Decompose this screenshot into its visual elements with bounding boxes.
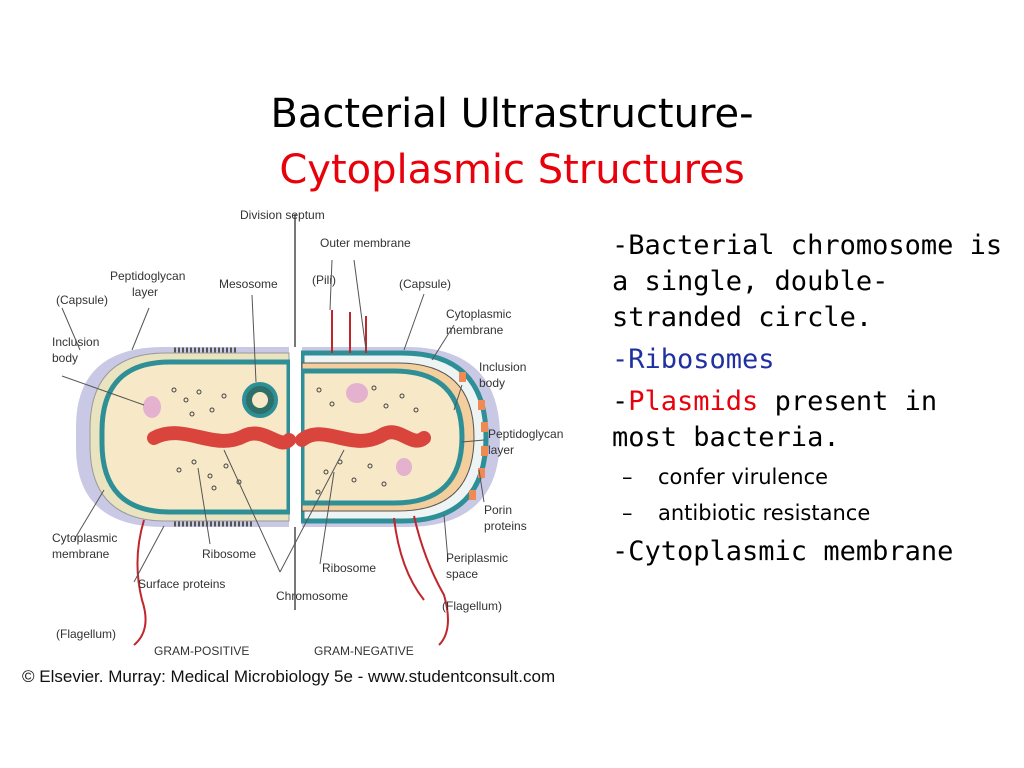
label-peptidoglycan-right-2: layer — [488, 443, 514, 457]
sub-bullet-resistance: – antibiotic resistance — [622, 498, 1012, 528]
ribosomes — [171, 385, 419, 495]
label-gram-positive: GRAM-POSITIVE — [154, 644, 249, 658]
flagellum-right — [413, 515, 449, 646]
label-chromosome: Chromosome — [276, 589, 348, 603]
bullet-chromosome: -Bacterial chromosome is a single, doubl… — [612, 230, 1003, 333]
diagram-labels: Division septum Outer membrane Peptidogl… — [52, 208, 563, 658]
sub-bullet-text: antibiotic resistance — [658, 501, 871, 525]
title-line-2: Cytoplasmic Structures — [279, 147, 745, 193]
bullet-cytoplasmic-membrane: -Cytoplasmic membrane — [612, 536, 954, 567]
label-inclusion-body-right-2: body — [479, 376, 505, 390]
pili — [331, 310, 367, 353]
surface-proteins — [174, 347, 254, 527]
label-outer-membrane: Outer membrane — [320, 236, 411, 250]
label-pili: (Pili) — [312, 273, 336, 287]
sub-bullet-text: confer virulence — [658, 465, 829, 489]
label-flagellum-left: (Flagellum) — [56, 627, 116, 641]
plasmids-word: Plasmids — [628, 386, 759, 417]
sub-bullet-dash: – — [622, 465, 633, 489]
bullet-ribosomes: -Ribosomes — [612, 344, 775, 375]
label-periplasmic-1: Periplasmic — [446, 551, 508, 565]
label-inclusion-body-left-2: body — [52, 351, 78, 365]
label-peptidoglycan-left-2: layer — [132, 285, 158, 299]
inclusion-body — [346, 383, 368, 403]
leader-lines — [61, 259, 485, 583]
label-gram-negative: GRAM-NEGATIVE — [314, 644, 414, 658]
label-ribosome-left: Ribosome — [202, 547, 256, 561]
label-porin-1: Porin — [484, 503, 512, 517]
bacterial-cell-diagram: Division septum Outer membrane Peptidogl… — [52, 208, 563, 658]
sub-bullet-virulence: – confer virulence — [622, 462, 1012, 492]
label-ribosome-right: Ribosome — [322, 561, 376, 575]
figure-caption: © Elsevier. Murray: Medical Microbiology… — [22, 667, 556, 686]
label-surface-proteins: Surface proteins — [138, 577, 225, 591]
plasmids-rest: present in most bacteria. — [612, 386, 938, 453]
title-line-1: Bacterial Ultrastructure- — [270, 91, 754, 137]
label-mesosome: Mesosome — [219, 277, 278, 291]
bullet-list: -Bacterial chromosome is a single, doubl… — [612, 228, 1012, 576]
label-peptidoglycan-left-1: Peptidoglycan — [110, 269, 185, 283]
label-cytoplasmic-membrane-right-1: Cytoplasmic — [446, 307, 511, 321]
porin-proteins — [459, 372, 488, 500]
label-peptidoglycan-right-1: Peptidoglycan — [488, 427, 563, 441]
label-periplasmic-2: space — [446, 567, 478, 581]
chromosome — [147, 425, 431, 450]
label-porin-2: proteins — [484, 519, 527, 533]
label-inclusion-body-left-1: Inclusion — [52, 335, 99, 349]
label-inclusion-body-right-1: Inclusion — [479, 360, 526, 374]
label-cytoplasmic-membrane-left-1: Cytoplasmic — [52, 531, 117, 545]
flagellum-right-2 — [393, 517, 425, 601]
sub-bullet-dash: – — [622, 501, 633, 525]
label-cytoplasmic-membrane-left-2: membrane — [52, 547, 110, 561]
label-division-septum: Division septum — [240, 208, 325, 222]
label-capsule-left: (Capsule) — [56, 293, 108, 307]
label-cytoplasmic-membrane-right-2: membrane — [446, 323, 504, 337]
inclusion-body — [396, 458, 412, 476]
label-flagellum-right: (Flagellum) — [442, 599, 502, 613]
bullet-dash: - — [612, 386, 629, 417]
bullet-plasmids: -Plasmids present in most bacteria. — [612, 384, 1012, 456]
inclusion-body — [143, 396, 161, 418]
label-capsule-top: (Capsule) — [399, 277, 451, 291]
slide-title: Bacterial Ultrastructure- Cytoplasmic St… — [0, 86, 1024, 198]
flagellum-left — [133, 519, 147, 646]
